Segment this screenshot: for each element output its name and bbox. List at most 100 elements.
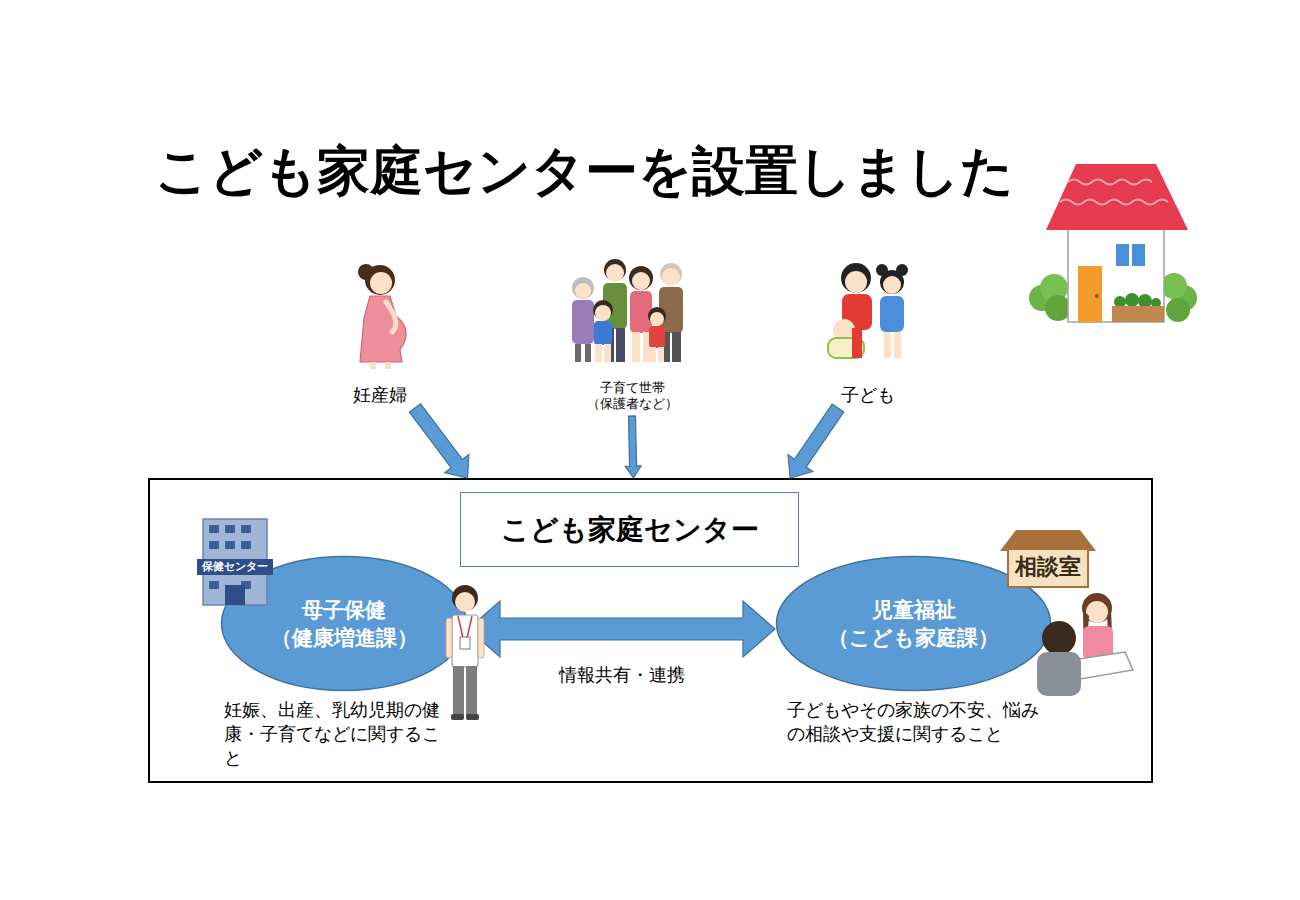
- illustration-circle: [845, 271, 867, 293]
- illustration-circle: [365, 265, 395, 295]
- illustration-rect: [1116, 244, 1129, 266]
- node-caption: 子ども: [818, 384, 918, 405]
- node-caption: 子育て世帯 （保護者など）: [562, 380, 702, 412]
- illustration-rect: [585, 344, 591, 362]
- illustration-circle: [880, 270, 904, 294]
- ellipse-description: 子どもやその家族の不安、悩みの相談や支援に関すること: [787, 698, 1045, 746]
- illustration-circle: [455, 592, 475, 612]
- block-arrow: [788, 404, 844, 478]
- illustration-circle: [1161, 273, 1187, 299]
- illustration-rect: [453, 666, 464, 716]
- illustration-path: [455, 587, 475, 596]
- children-illustration: [818, 258, 918, 366]
- illustration-rect: [370, 362, 376, 369]
- illustration-circle: [632, 272, 650, 290]
- illustration-path: [386, 302, 396, 332]
- illustration-rect: [632, 332, 640, 362]
- illustration-circle: [370, 272, 392, 294]
- illustration-rect: [884, 332, 891, 358]
- illustration-rect: [672, 332, 681, 362]
- illustration-circle: [648, 307, 666, 325]
- family-illustration: [567, 258, 697, 366]
- illustration-rect: [466, 666, 477, 716]
- illustration-rect: [225, 585, 245, 605]
- illustration-circle: [572, 277, 594, 299]
- illustration-circle: [1086, 601, 1108, 623]
- illustration-rect: [650, 347, 656, 362]
- sign-text: 保健センター: [197, 560, 273, 574]
- connector-label: 情報共有・連携: [512, 663, 732, 687]
- illustration-path: [1060, 200, 1168, 205]
- staff-illustration: [440, 582, 490, 722]
- illustration-circle: [841, 263, 871, 293]
- illustration-circle: [662, 268, 680, 286]
- ellipse-heading: 児童福祉 （こども家庭課）: [795, 555, 1032, 692]
- illustration-rect: [1008, 549, 1088, 587]
- node-caption: 妊産婦: [330, 384, 430, 405]
- illustration-rect: [451, 714, 464, 720]
- ellipse-description: 妊娠、出産、乳幼児期の健康・子育てなどに関すること: [224, 698, 452, 770]
- illustration-rect: [225, 541, 235, 549]
- illustration-circle: [1095, 294, 1099, 298]
- counseling-illustration: [1025, 586, 1135, 698]
- ellipse-outline: [777, 557, 1051, 691]
- illustration-circle: [1042, 621, 1076, 655]
- illustration-rect: [880, 296, 904, 332]
- page-title: こども家庭センターを設置しました: [155, 136, 1014, 206]
- illustration-rect: [1068, 224, 1164, 322]
- illustration-circle: [1166, 298, 1190, 322]
- illustration-circle: [883, 276, 901, 294]
- illustration-path: [1068, 180, 1152, 185]
- illustration-circle: [1125, 293, 1139, 307]
- illustration-circle: [629, 266, 653, 290]
- illustrated-node: 子ども: [818, 258, 918, 408]
- illustration-rect: [1112, 306, 1164, 322]
- illustration-rect: [630, 291, 652, 333]
- illustration-rect: [460, 637, 470, 649]
- illustration-rect: [852, 328, 862, 358]
- illustration-rect: [894, 332, 901, 358]
- illustration-path: [1046, 164, 1188, 230]
- illustration-path: [1000, 530, 1096, 551]
- sign-text: 相談室: [1008, 553, 1088, 581]
- illustration-rect: [466, 714, 479, 720]
- illustration-rect: [572, 300, 594, 344]
- illustration-circle: [452, 585, 478, 611]
- illustration-circle: [606, 264, 624, 282]
- illustration-rect: [575, 344, 581, 362]
- block-arrow: [409, 404, 468, 478]
- illustration-rect: [616, 328, 625, 362]
- illustration-rect: [658, 347, 664, 362]
- illustration-rect: [595, 344, 602, 362]
- illustration-rect: [209, 581, 219, 589]
- illustration-rect: [209, 541, 219, 549]
- illustration-rect: [478, 618, 484, 658]
- illustration-rect: [241, 541, 251, 549]
- illustration-rect: [241, 525, 251, 533]
- illustration-rect: [649, 326, 665, 348]
- illustration-circle: [660, 263, 682, 285]
- pregnant-woman-illustration: [330, 258, 430, 370]
- illustration-rect: [446, 618, 452, 658]
- illustrated-node: 子育て世帯 （保護者など）: [562, 258, 702, 416]
- illustration-rect: [604, 344, 611, 362]
- illustration-path: [360, 296, 406, 362]
- illustration-rect: [594, 321, 612, 345]
- illustration-rect: [452, 615, 478, 667]
- illustrated-node: 妊産婦: [330, 258, 430, 408]
- illustration-circle: [650, 312, 664, 326]
- illustration-circle: [593, 300, 613, 320]
- illustration-circle: [1138, 294, 1152, 308]
- illustration-path: [458, 616, 472, 638]
- ellipse-heading: 母子保健 （健康増進課）: [240, 555, 448, 692]
- illustration-rect: [1132, 244, 1145, 266]
- illustration-circle: [604, 259, 626, 281]
- ellipse-outline: [222, 557, 467, 691]
- illustration-circle: [1045, 295, 1071, 321]
- illustration-rect: [1078, 266, 1102, 322]
- illustration-circle: [595, 305, 611, 321]
- block-arrow: [468, 601, 775, 657]
- illustration-rect: [385, 362, 391, 369]
- block-arrow: [625, 416, 641, 478]
